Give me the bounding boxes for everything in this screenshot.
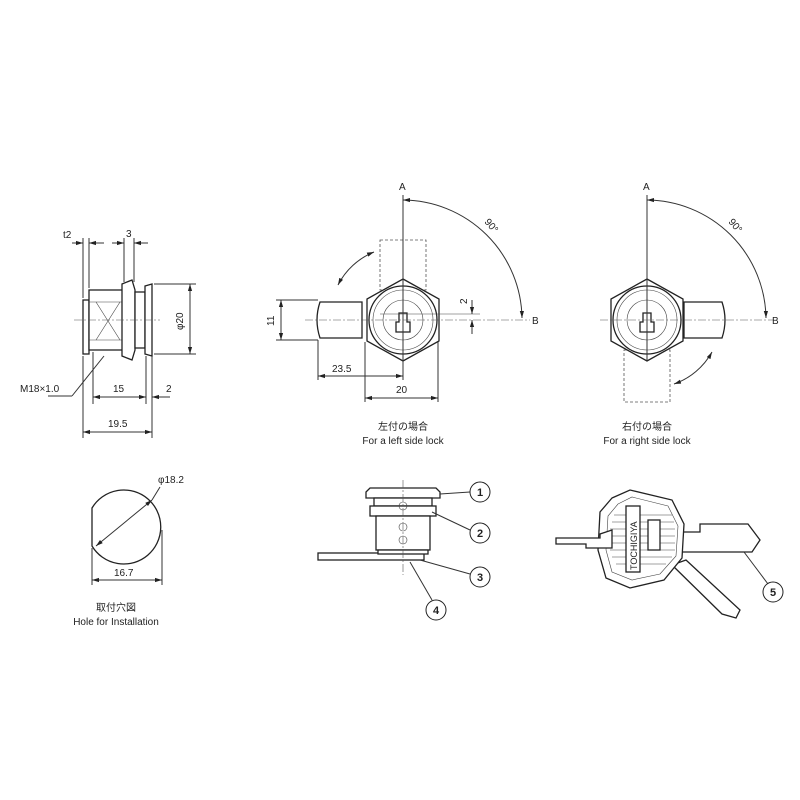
dim-3: 3: [126, 229, 132, 240]
parts-assembly: 1 2 3 4: [317, 480, 491, 621]
dim-15: 15: [113, 384, 125, 395]
balloon-3: 3: [469, 566, 491, 588]
hole-caption-en: Hole for Installation: [73, 617, 159, 628]
left-dim-11: 11: [266, 315, 277, 326]
dim-19-5: 19.5: [108, 419, 128, 430]
right-caption-jp: 右付の場合: [622, 420, 672, 433]
left-dim-23-5: 23.5: [332, 364, 352, 375]
right-label-b: B: [772, 316, 779, 327]
left-label-a: A: [399, 182, 406, 193]
key-brand: TOCHIGIYA: [629, 521, 639, 570]
right-lock-view: A B 90° 右付の場合 For a right side lock: [600, 182, 779, 447]
left-label-b: B: [532, 316, 539, 327]
dim-dia20: φ20: [175, 312, 186, 330]
right-label-a: A: [643, 182, 650, 193]
left-dim-20: 20: [396, 385, 408, 396]
dim-2: 2: [166, 384, 172, 395]
balloon-4: 4: [425, 599, 447, 621]
dim-16-7: 16.7: [114, 568, 134, 579]
left-dim-2: 2: [459, 298, 470, 304]
dim-dia18-2: φ18.2: [158, 475, 184, 486]
dim-t2: t2: [63, 230, 72, 241]
thread-label: M18×1.0: [20, 384, 60, 395]
key-drawing: TOCHIGIYA 5: [555, 489, 784, 619]
balloon-2: 2: [469, 522, 491, 544]
balloon-5: 5: [762, 581, 784, 603]
svg-text:4: 4: [433, 605, 440, 617]
svg-text:1: 1: [477, 487, 483, 499]
svg-text:3: 3: [477, 572, 483, 584]
svg-text:2: 2: [477, 528, 483, 540]
svg-text:5: 5: [770, 587, 776, 599]
hole-view: φ18.2 16.7 取付穴図 Hole for Installation: [73, 475, 184, 628]
side-view: t2 3 φ20 M18×1.0 15 2 19.5: [20, 229, 196, 438]
left-caption-jp: 左付の場合: [378, 420, 428, 433]
left-caption-en: For a left side lock: [362, 436, 444, 447]
hole-caption-jp: 取付穴図: [96, 601, 136, 614]
balloon-1: 1: [469, 481, 491, 503]
left-lock-view: A B 90° 11 2 23.5 20 左付の場合 For a left si…: [266, 182, 539, 447]
right-caption-en: For a right side lock: [603, 436, 691, 447]
